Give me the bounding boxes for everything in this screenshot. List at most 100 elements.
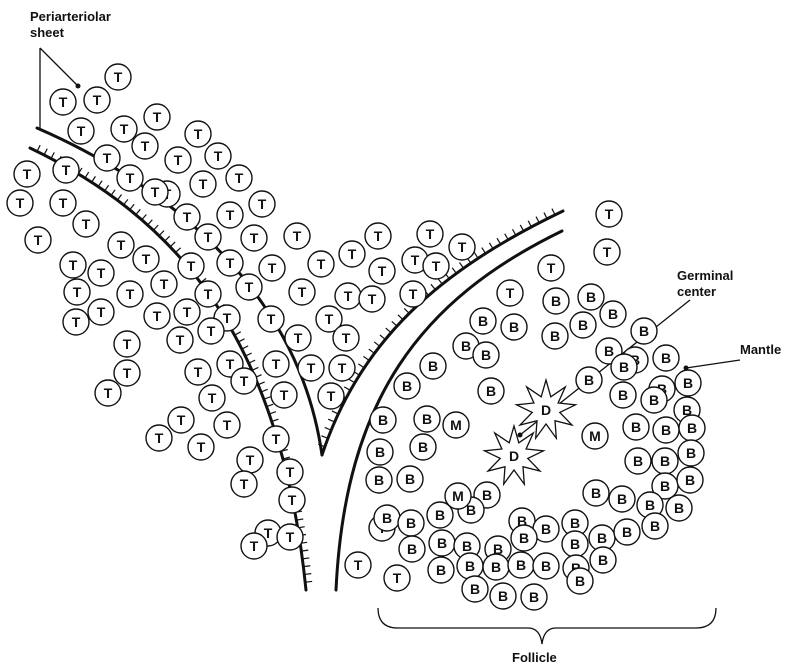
b-cell-letter: B xyxy=(650,518,660,534)
t-cell-letter: T xyxy=(325,311,334,327)
t-cell: T xyxy=(190,171,216,197)
t-cell: T xyxy=(168,407,194,433)
b-cell-letter: B xyxy=(649,392,659,408)
follicle-label: Follicle xyxy=(512,650,557,666)
b-cell-letter: B xyxy=(586,289,596,305)
t-cell-letter: T xyxy=(151,184,160,200)
hatch-mark xyxy=(497,238,501,244)
t-cell-letter: T xyxy=(344,288,353,304)
b-cell: B xyxy=(610,382,636,408)
t-cell: T xyxy=(25,227,51,253)
t-cell: T xyxy=(205,143,231,169)
t-cell: T xyxy=(142,179,168,205)
t-cell: T xyxy=(7,190,33,216)
hatch-mark xyxy=(452,268,456,274)
b-cell-letter: B xyxy=(550,328,560,344)
t-cell-letter: T xyxy=(226,356,235,372)
b-cell-letter: B xyxy=(551,293,561,309)
t-cell: T xyxy=(111,116,137,142)
b-cell: B xyxy=(457,553,483,579)
b-cell-letter: B xyxy=(541,521,551,537)
hatch-mark xyxy=(304,574,311,575)
b-cell-letter: B xyxy=(584,372,594,388)
t-cell: T xyxy=(167,327,193,353)
b-cell: B xyxy=(370,407,396,433)
b-cell-letter: B xyxy=(686,445,696,461)
b-cell: B xyxy=(542,323,568,349)
t-cell-letter: T xyxy=(307,360,316,376)
hatch-mark xyxy=(305,581,312,582)
t-cell: T xyxy=(165,147,191,173)
t-cell-letter: T xyxy=(153,308,162,324)
macrophage: M xyxy=(445,483,471,509)
hatch-mark xyxy=(489,243,493,249)
b-cell-letter: B xyxy=(478,313,488,329)
hatch-mark xyxy=(44,149,47,155)
b-cell-letter: B xyxy=(519,530,529,546)
t-cell-letter: T xyxy=(141,138,150,154)
t-cell-letter: T xyxy=(23,166,32,182)
b-cell: B xyxy=(501,314,527,340)
t-cell-letter: T xyxy=(223,310,232,326)
hatch-mark xyxy=(258,382,264,385)
t-cell: T xyxy=(50,190,76,216)
t-cell-letter: T xyxy=(204,229,213,245)
b-cell-letter: B xyxy=(486,383,496,399)
b-cell: B xyxy=(570,312,596,338)
t-cell: T xyxy=(60,252,86,278)
t-cell-letter: T xyxy=(104,385,113,401)
macrophage-letter: M xyxy=(589,428,601,444)
t-cell-letter: T xyxy=(432,258,441,274)
t-cell: T xyxy=(174,204,200,230)
b-cell: B xyxy=(367,439,393,465)
b-cell: B xyxy=(623,414,649,440)
hatch-mark xyxy=(245,353,251,356)
t-cell-letter: T xyxy=(183,209,192,225)
b-cell-letter: B xyxy=(683,375,693,391)
t-cell: T xyxy=(64,279,90,305)
b-cell-letter: B xyxy=(374,472,384,488)
b-cell: B xyxy=(374,505,400,531)
t-cell: T xyxy=(195,281,221,307)
hatch-mark xyxy=(142,214,147,219)
t-cell-letter: T xyxy=(207,323,216,339)
t-cell: T xyxy=(329,355,355,381)
b-cell: B xyxy=(428,557,454,583)
t-cell-letter: T xyxy=(240,476,249,492)
macrophage-letter: M xyxy=(452,488,464,504)
t-cell-letter: T xyxy=(506,285,515,301)
b-cell-letter: B xyxy=(570,515,580,531)
t-cell: T xyxy=(114,331,140,357)
b-cell-letter: B xyxy=(661,422,671,438)
t-cell: T xyxy=(285,325,311,351)
b-cell-letter: B xyxy=(470,581,480,597)
hatch-mark xyxy=(369,349,375,353)
t-cell: T xyxy=(231,368,257,394)
b-cell: B xyxy=(590,547,616,573)
t-cell-letter: T xyxy=(82,216,91,232)
b-cell: B xyxy=(483,554,509,580)
t-cell-letter: T xyxy=(153,109,162,125)
b-cell: B xyxy=(609,486,635,512)
b-cell-letter: B xyxy=(578,317,588,333)
t-cell-letter: T xyxy=(187,258,196,274)
t-cell: T xyxy=(497,280,523,306)
t-cell: T xyxy=(241,533,267,559)
t-cell: T xyxy=(84,87,110,113)
t-cell-letter: T xyxy=(123,365,132,381)
t-cell: T xyxy=(174,299,200,325)
b-cell: B xyxy=(462,576,488,602)
b-cell: B xyxy=(511,525,537,551)
t-cell: T xyxy=(88,299,114,325)
t-cell-letter: T xyxy=(258,196,267,212)
hatch-mark xyxy=(459,263,463,269)
t-cell: T xyxy=(284,223,310,249)
t-cell: T xyxy=(198,318,224,344)
b-cell-letter: B xyxy=(382,510,392,526)
b-cell: B xyxy=(414,406,440,432)
b-cell-letter: B xyxy=(674,500,684,516)
b-cell: B xyxy=(410,434,436,460)
t-cell: T xyxy=(259,255,285,281)
b-cell: B xyxy=(641,387,667,413)
